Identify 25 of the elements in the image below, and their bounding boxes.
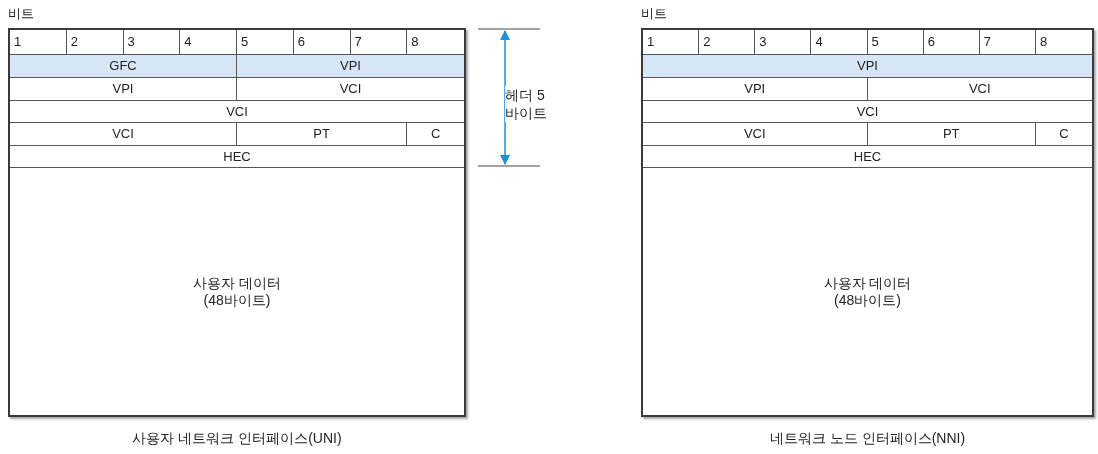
header-field: VCI [867,78,1092,101]
axis-title: 비트 [8,5,34,23]
header-field: VPI [643,55,1092,78]
header-field: PT [237,123,408,146]
header-field: VPI [10,78,237,101]
header-field: VCI [237,78,464,101]
header-field: C [1035,123,1092,146]
header-field: C [407,123,464,146]
header-field: HEC [10,146,464,168]
axis-title: 비트 [641,5,667,23]
cell-format-table [641,28,1094,417]
payload-area: 사용자 데이터 (48바이트) [643,168,1092,415]
header-field: VCI [10,101,464,123]
header-field: HEC [643,146,1092,168]
header-field: VCI [643,101,1092,123]
header-field: GFC [10,55,237,78]
payload-area: 사용자 데이터 (48바이트) [10,168,464,415]
cell-format-table [8,28,466,417]
table-label: 사용자 네트워크 인터페이스(UNI) [131,429,343,448]
header-field: VPI [643,78,868,101]
table-label: 네트워크 노드 인터페이스(NNI) [768,429,967,448]
header-field: VPI [237,55,464,78]
header-field: VCI [10,123,237,146]
header-field: VCI [643,123,868,146]
header-field: PT [867,123,1036,146]
